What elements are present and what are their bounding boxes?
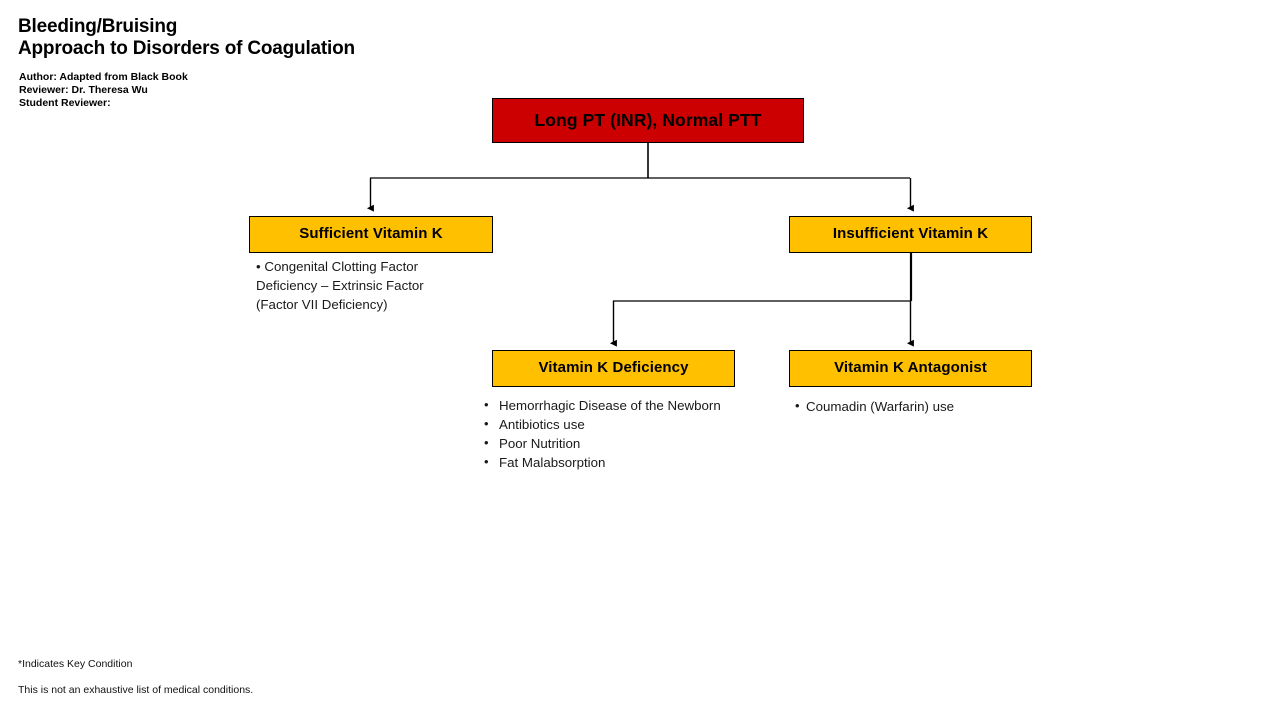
page-title: Bleeding/Bruising Approach to Disorders … [18, 16, 355, 59]
node-insufficient-vitamin-k-label: Insufficient Vitamin K [832, 225, 989, 243]
list-item: • Antibiotics use [484, 415, 784, 434]
bullet-icon: • [484, 435, 489, 451]
node-vitamin-k-deficiency-label: Vitamin K Deficiency [538, 359, 689, 377]
connector-root-to-branches [366, 143, 914, 212]
footnote-disclaimer: This is not an exhaustive list of medica… [18, 684, 254, 696]
title-line-2: Approach to Disorders of Coagulation [18, 37, 355, 59]
list-item: • Fat Malabsorption [484, 453, 784, 472]
bullet-icon: • [484, 397, 489, 412]
credit-student-reviewer: Student Reviewer: [19, 96, 111, 109]
node-sufficient-vitamin-k-label: Sufficient Vitamin K [299, 225, 443, 243]
credit-author: Author: Adapted from Black Book [19, 71, 188, 83]
list-item-label: Poor Nutrition [499, 436, 581, 452]
bullet-icon: • [484, 454, 489, 470]
list-item-label: Hemorrhagic Disease of the Newborn [499, 398, 721, 413]
title-line-1: Bleeding/Bruising [18, 16, 178, 37]
list-item-label: Coumadin (Warfarin) use [806, 399, 955, 414]
node-long-pt-normal-ptt-label: Long PT (INR), Normal PTT [534, 109, 762, 130]
credit-reviewer: Reviewer: Dr. Theresa Wu [19, 83, 148, 96]
list-item: • Coumadin (Warfarin) use [795, 397, 1035, 416]
node-long-pt-normal-ptt[interactable]: Long PT (INR), Normal PTT [492, 98, 804, 143]
footnote-key-condition: *Indicates Key Condition [18, 658, 133, 670]
list-vitamin-k-deficiency-causes: • Hemorrhagic Disease of the Newborn • A… [484, 396, 784, 473]
list-item: • Hemorrhagic Disease of the Newborn [484, 396, 784, 415]
list-sufficient-vitamin-k-notes: • Congenital Clotting Factor Deficiency … [256, 257, 506, 314]
list-item-label: Antibiotics use [499, 417, 585, 433]
connector-insufficient-to-children [609, 253, 914, 347]
node-insufficient-vitamin-k[interactable]: Insufficient Vitamin K [789, 216, 1032, 253]
list-item-label: Fat Malabsorption [499, 455, 606, 471]
bullet-icon: • [795, 398, 800, 413]
node-vitamin-k-deficiency[interactable]: Vitamin K Deficiency [492, 350, 735, 387]
list-vitamin-k-antagonist-causes: • Coumadin (Warfarin) use [795, 397, 1035, 416]
node-vitamin-k-antagonist-label: Vitamin K Antagonist [834, 359, 987, 377]
list-item: • Congenital Clotting Factor Deficiency … [256, 259, 424, 313]
bullet-icon: • [484, 416, 489, 432]
node-vitamin-k-antagonist[interactable]: Vitamin K Antagonist [789, 350, 1032, 387]
list-item: • Poor Nutrition [484, 434, 784, 453]
node-sufficient-vitamin-k[interactable]: Sufficient Vitamin K [249, 216, 493, 253]
credits-block: Author: Adapted from Black Book Reviewer… [19, 71, 188, 109]
